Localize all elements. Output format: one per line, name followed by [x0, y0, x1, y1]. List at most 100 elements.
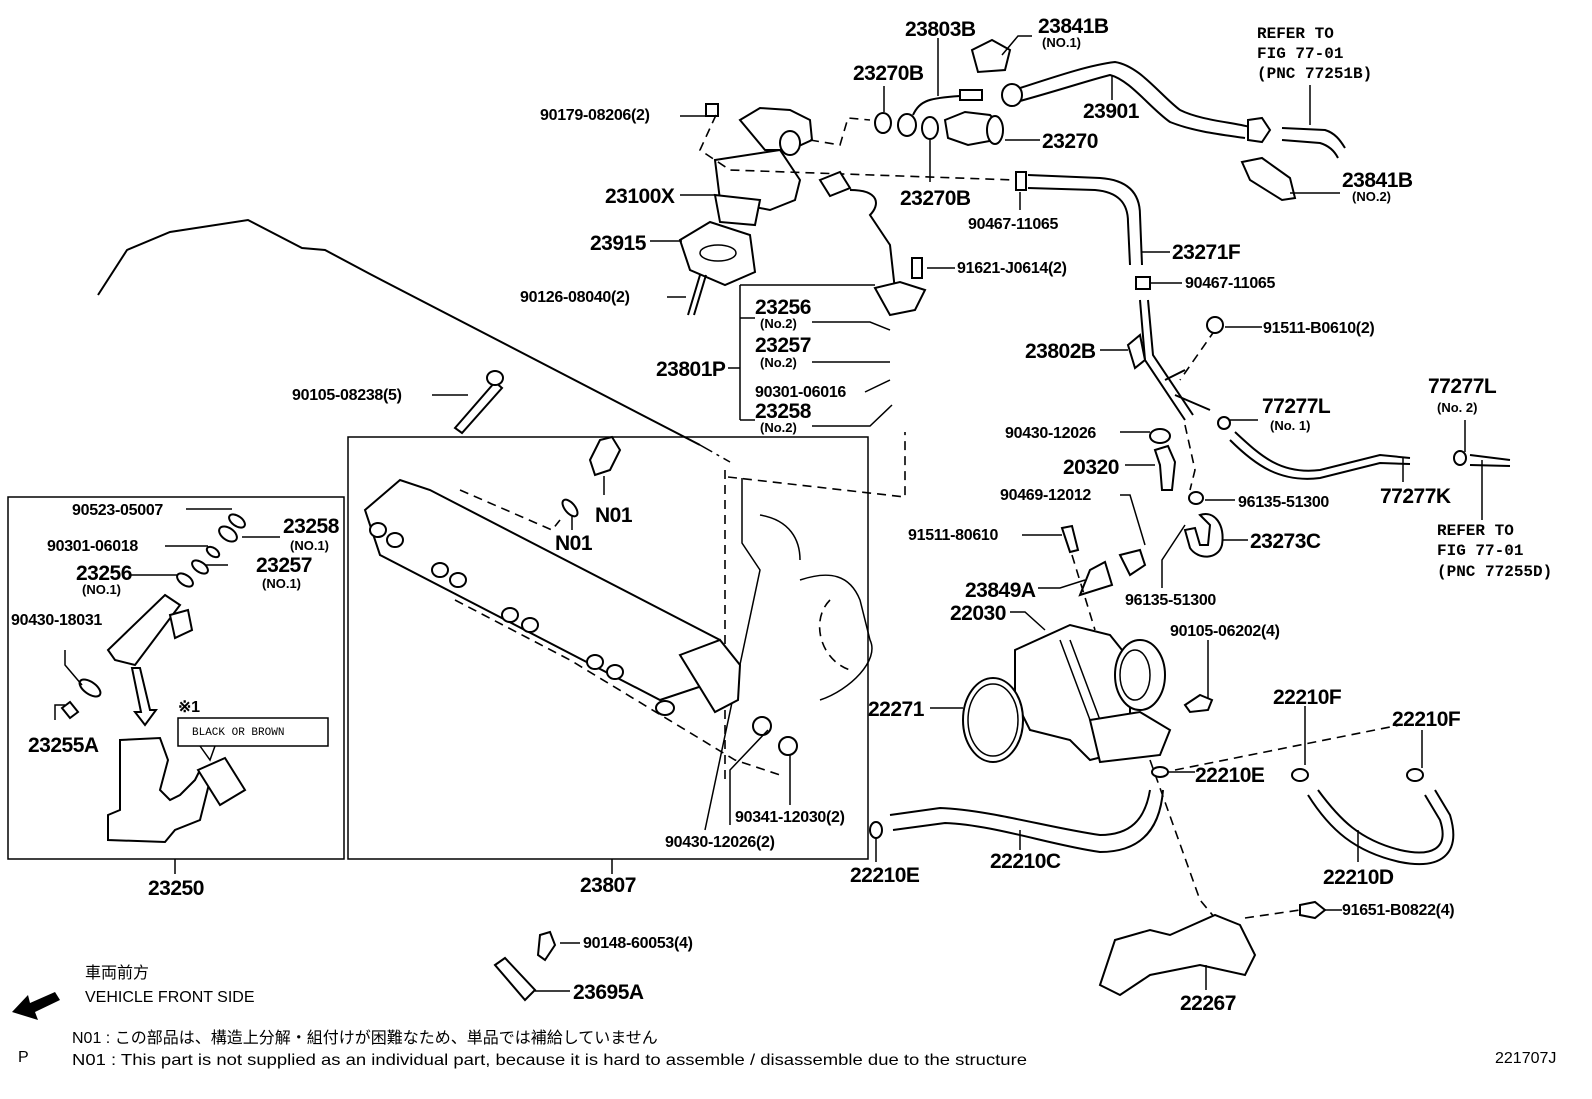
- fuel-rail-23807: [363, 478, 781, 776]
- label-23256-no2[interactable]: 23256: [755, 296, 811, 319]
- label-23258-no2[interactable]: 23258: [755, 400, 812, 423]
- label-77277l-no1-sub: (No. 1): [1270, 418, 1310, 433]
- label-23802b[interactable]: 23802B: [1025, 340, 1096, 363]
- bracket-23849a: [1078, 560, 1114, 597]
- label-91511-80610[interactable]: 91511-80610: [908, 527, 999, 544]
- bracket-22267: [1098, 913, 1257, 997]
- label-22210d[interactable]: 22210D: [1323, 866, 1394, 889]
- page-marker: P: [18, 1049, 29, 1066]
- union-20320: [1153, 444, 1177, 491]
- label-23915[interactable]: 23915: [590, 232, 647, 255]
- label-23849a[interactable]: 23849A: [965, 579, 1036, 602]
- label-90301-06016[interactable]: 90301-06016: [755, 384, 847, 401]
- label-22271[interactable]: 22271: [868, 698, 925, 721]
- label-90105-08238[interactable]: 90105-08238(5): [292, 387, 402, 404]
- label-23250[interactable]: 23250: [148, 877, 204, 900]
- label-77277l-no1[interactable]: 77277L: [1262, 395, 1331, 418]
- plug-90341-12030: [778, 736, 798, 756]
- fuel-pipe-23901: [1001, 60, 1346, 159]
- label-91651-b0822[interactable]: 91651-B0822(4): [1342, 902, 1455, 919]
- label-90341-12030[interactable]: 90341-12030(2): [735, 809, 845, 826]
- label-23803b[interactable]: 23803B: [905, 18, 976, 41]
- label-96135-51300-b[interactable]: 96135-51300: [1125, 592, 1217, 609]
- label-23256-no1-sub: (NO.1): [82, 582, 121, 597]
- label-90148-60053[interactable]: 90148-60053(4): [583, 935, 693, 952]
- label-77277l-no2[interactable]: 77277L: [1428, 375, 1497, 398]
- hose-22210d: [1317, 789, 1444, 854]
- label-23807[interactable]: 23807: [580, 874, 636, 897]
- direction-en: VEHICLE FRONT SIDE: [85, 989, 255, 1006]
- refer-right-line1: REFER TO: [1437, 522, 1514, 540]
- callout-text: BLACK OR BROWN: [192, 727, 284, 739]
- label-23255a[interactable]: 23255A: [28, 734, 99, 757]
- refer-right-line3[interactable]: (PNC 77255D): [1437, 563, 1552, 581]
- label-90523-05007[interactable]: 90523-05007: [72, 502, 164, 519]
- bolt-90105-06202: [1183, 693, 1214, 714]
- label-22210c[interactable]: 22210C: [990, 850, 1061, 873]
- label-90469-12012[interactable]: 90469-12012: [1000, 487, 1092, 504]
- label-23901[interactable]: 23901: [1083, 100, 1140, 123]
- label-23257-no1[interactable]: 23257: [256, 554, 312, 577]
- clip-23841b-no1: [970, 38, 1012, 74]
- clip-96135-a: [1188, 491, 1204, 505]
- note-en: N01 : This part is not supplied as an in…: [72, 1052, 1027, 1069]
- label-23270b-top[interactable]: 23270B: [853, 62, 924, 85]
- label-22267[interactable]: 22267: [1180, 992, 1236, 1015]
- label-91621-j0614[interactable]: 91621-J0614(2): [957, 260, 1067, 277]
- label-90126-08040[interactable]: 90126-08040(2): [520, 289, 630, 306]
- label-90301-06018[interactable]: 90301-06018: [47, 538, 139, 555]
- label-23258-no1[interactable]: 23258: [283, 515, 340, 538]
- label-23256-no1[interactable]: 23256: [76, 562, 132, 585]
- label-23100x[interactable]: 23100X: [605, 185, 675, 208]
- clip-22210f-b: [1406, 768, 1424, 782]
- label-20320[interactable]: 20320: [1063, 456, 1119, 479]
- label-77277l-no2-sub: (No. 2): [1437, 400, 1477, 415]
- clip-23841b-no2: [1240, 156, 1297, 202]
- injector-box-23250: [7, 496, 345, 860]
- regulator-seals: [874, 89, 1004, 147]
- label-90467-11065-a[interactable]: 90467-11065: [968, 216, 1059, 233]
- leader-lines: [54, 35, 1483, 992]
- refer-top-line3[interactable]: (PNC 77251B): [1257, 65, 1372, 83]
- label-23270b-bottom[interactable]: 23270B: [900, 187, 971, 210]
- part-labels: 23803B 23841B (NO.1) 23270B 90179-08206(…: [11, 15, 1556, 1069]
- label-23270[interactable]: 23270: [1042, 130, 1098, 153]
- label-22210f-b[interactable]: 22210F: [1392, 708, 1461, 731]
- label-22210e-b[interactable]: 22210E: [850, 864, 920, 887]
- label-23841b-no2[interactable]: 23841B: [1342, 169, 1413, 192]
- label-23841b-no1[interactable]: 23841B: [1038, 15, 1109, 38]
- label-n01-gasket[interactable]: N01: [555, 532, 593, 555]
- label-23257-no2-sub: (No.2): [760, 355, 797, 370]
- label-23273c[interactable]: 23273C: [1250, 530, 1321, 553]
- label-n01-sensor[interactable]: N01: [595, 504, 633, 527]
- label-90430-12026-2[interactable]: 90430-12026(2): [665, 834, 775, 851]
- bolt-90148-60053: [536, 930, 557, 962]
- label-23841b-no2-sub: (NO.2): [1352, 189, 1391, 204]
- label-23257-no2[interactable]: 23257: [755, 334, 811, 357]
- label-23695a[interactable]: 23695A: [573, 981, 644, 1004]
- label-90179-08206[interactable]: 90179-08206(2): [540, 107, 650, 124]
- label-23801p[interactable]: 23801P: [656, 358, 726, 381]
- hose-23273c: [1183, 513, 1224, 558]
- throttle-body-22030: [1014, 623, 1172, 764]
- label-77277k[interactable]: 77277K: [1380, 485, 1451, 508]
- label-22210f-a[interactable]: 22210F: [1273, 686, 1342, 709]
- label-22030[interactable]: 22030: [950, 602, 1006, 625]
- label-90105-06202[interactable]: 90105-06202(4): [1170, 623, 1280, 640]
- label-23258-no2-sub: (No.2): [760, 420, 797, 435]
- label-91511-b0610[interactable]: 91511-B0610(2): [1263, 320, 1375, 337]
- label-23841b-no1-sub: (NO.1): [1042, 35, 1081, 50]
- direction-jp: 車両前方: [85, 964, 149, 982]
- label-96135-51300-a[interactable]: 96135-51300: [1238, 494, 1330, 511]
- fuel-pump-assembly: [678, 103, 1016, 317]
- hose-22210c: [889, 789, 1151, 837]
- label-23271f[interactable]: 23271F: [1172, 241, 1241, 264]
- clip-22210f-a: [1291, 768, 1309, 782]
- label-90467-11065-b[interactable]: 90467-11065: [1185, 275, 1276, 292]
- label-22210e-a[interactable]: 22210E: [1195, 764, 1265, 787]
- label-23258-no1-sub: (NO.1): [290, 538, 329, 553]
- label-90430-18031[interactable]: 90430-18031: [11, 612, 103, 629]
- label-90430-12026[interactable]: 90430-12026: [1005, 425, 1097, 442]
- clip-22210e-b: [869, 821, 883, 839]
